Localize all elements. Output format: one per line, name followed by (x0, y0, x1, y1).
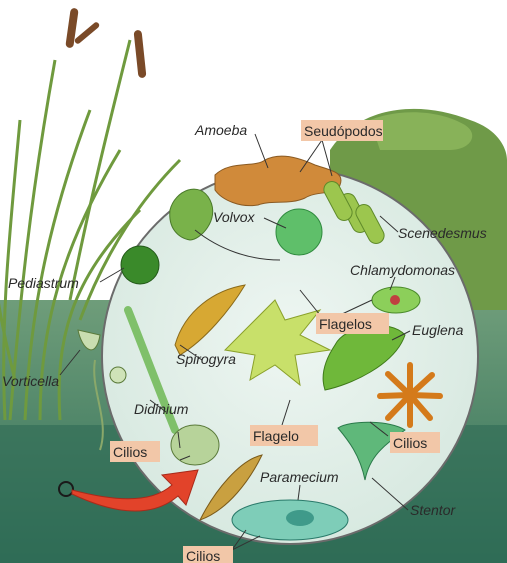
label-euglena: Euglena (412, 322, 464, 338)
tag-cilios-left: Cilios (113, 444, 147, 460)
chlamydomonas-eyespot (390, 295, 400, 305)
tag-cilios-right: Cilios (393, 435, 427, 451)
label-spirogyra: Spirogyra (176, 351, 236, 367)
label-paramecium: Paramecium (260, 469, 339, 485)
label-vorticella: Vorticella (2, 373, 59, 389)
label-scenedesmus: Scenedesmus (398, 225, 487, 241)
label-stentor: Stentor (410, 502, 456, 518)
paramecium-nucleus (286, 510, 314, 526)
label-amoeba: Amoeba (194, 122, 247, 138)
tag-seudopodos: Seudópodos (304, 123, 383, 139)
label-chlamydomonas: Chlamydomonas (350, 262, 455, 278)
label-pediastrum: Pediastrum (8, 275, 79, 291)
tag-cilios-bottom: Cilios (186, 548, 220, 563)
label-didinium: Didinium (134, 401, 189, 417)
pediastrum-organism (121, 246, 159, 284)
orange-star-organism (380, 365, 440, 425)
label-volvox: Volvox (213, 209, 256, 225)
tag-flagelo: Flagelo (253, 428, 299, 444)
tag-flagelos: Flagelos (319, 316, 372, 332)
didinium-organism (171, 425, 219, 465)
volvox-organism (276, 209, 322, 255)
